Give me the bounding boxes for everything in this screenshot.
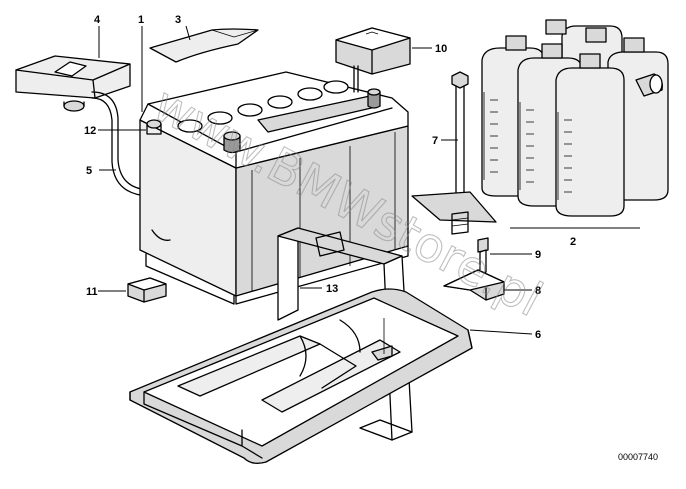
callout-12: 12 bbox=[84, 125, 96, 137]
doc-number: 00007740 bbox=[618, 452, 658, 462]
callout-3: 3 bbox=[175, 14, 181, 26]
callout-7: 7 bbox=[432, 135, 438, 147]
small-bolt bbox=[477, 237, 489, 275]
hose-connector bbox=[146, 119, 162, 135]
fluid-canisters bbox=[481, 19, 669, 217]
terminal-cover bbox=[335, 27, 411, 93]
callout-9: 9 bbox=[535, 249, 541, 261]
callout-8: 8 bbox=[535, 285, 541, 297]
callout-11: 11 bbox=[86, 286, 98, 298]
small-plug bbox=[127, 277, 167, 303]
callout-6: 6 bbox=[535, 329, 541, 341]
callout-5: 5 bbox=[86, 165, 92, 177]
battery-tray bbox=[129, 288, 473, 464]
callouts: 1 2 3 4 5 6 7 8 9 10 11 12 13 bbox=[84, 14, 576, 341]
callout-10: 10 bbox=[435, 43, 447, 55]
bracket bbox=[443, 269, 505, 301]
callout-2: 2 bbox=[570, 236, 576, 248]
hold-down-bolt bbox=[411, 71, 497, 235]
callout-4: 4 bbox=[94, 14, 101, 26]
terminal-cover-strip bbox=[149, 28, 259, 63]
callout-1: 1 bbox=[138, 14, 144, 26]
vent-hose-box bbox=[15, 55, 131, 112]
callout-13: 13 bbox=[326, 283, 338, 295]
leader-lines bbox=[98, 25, 640, 335]
